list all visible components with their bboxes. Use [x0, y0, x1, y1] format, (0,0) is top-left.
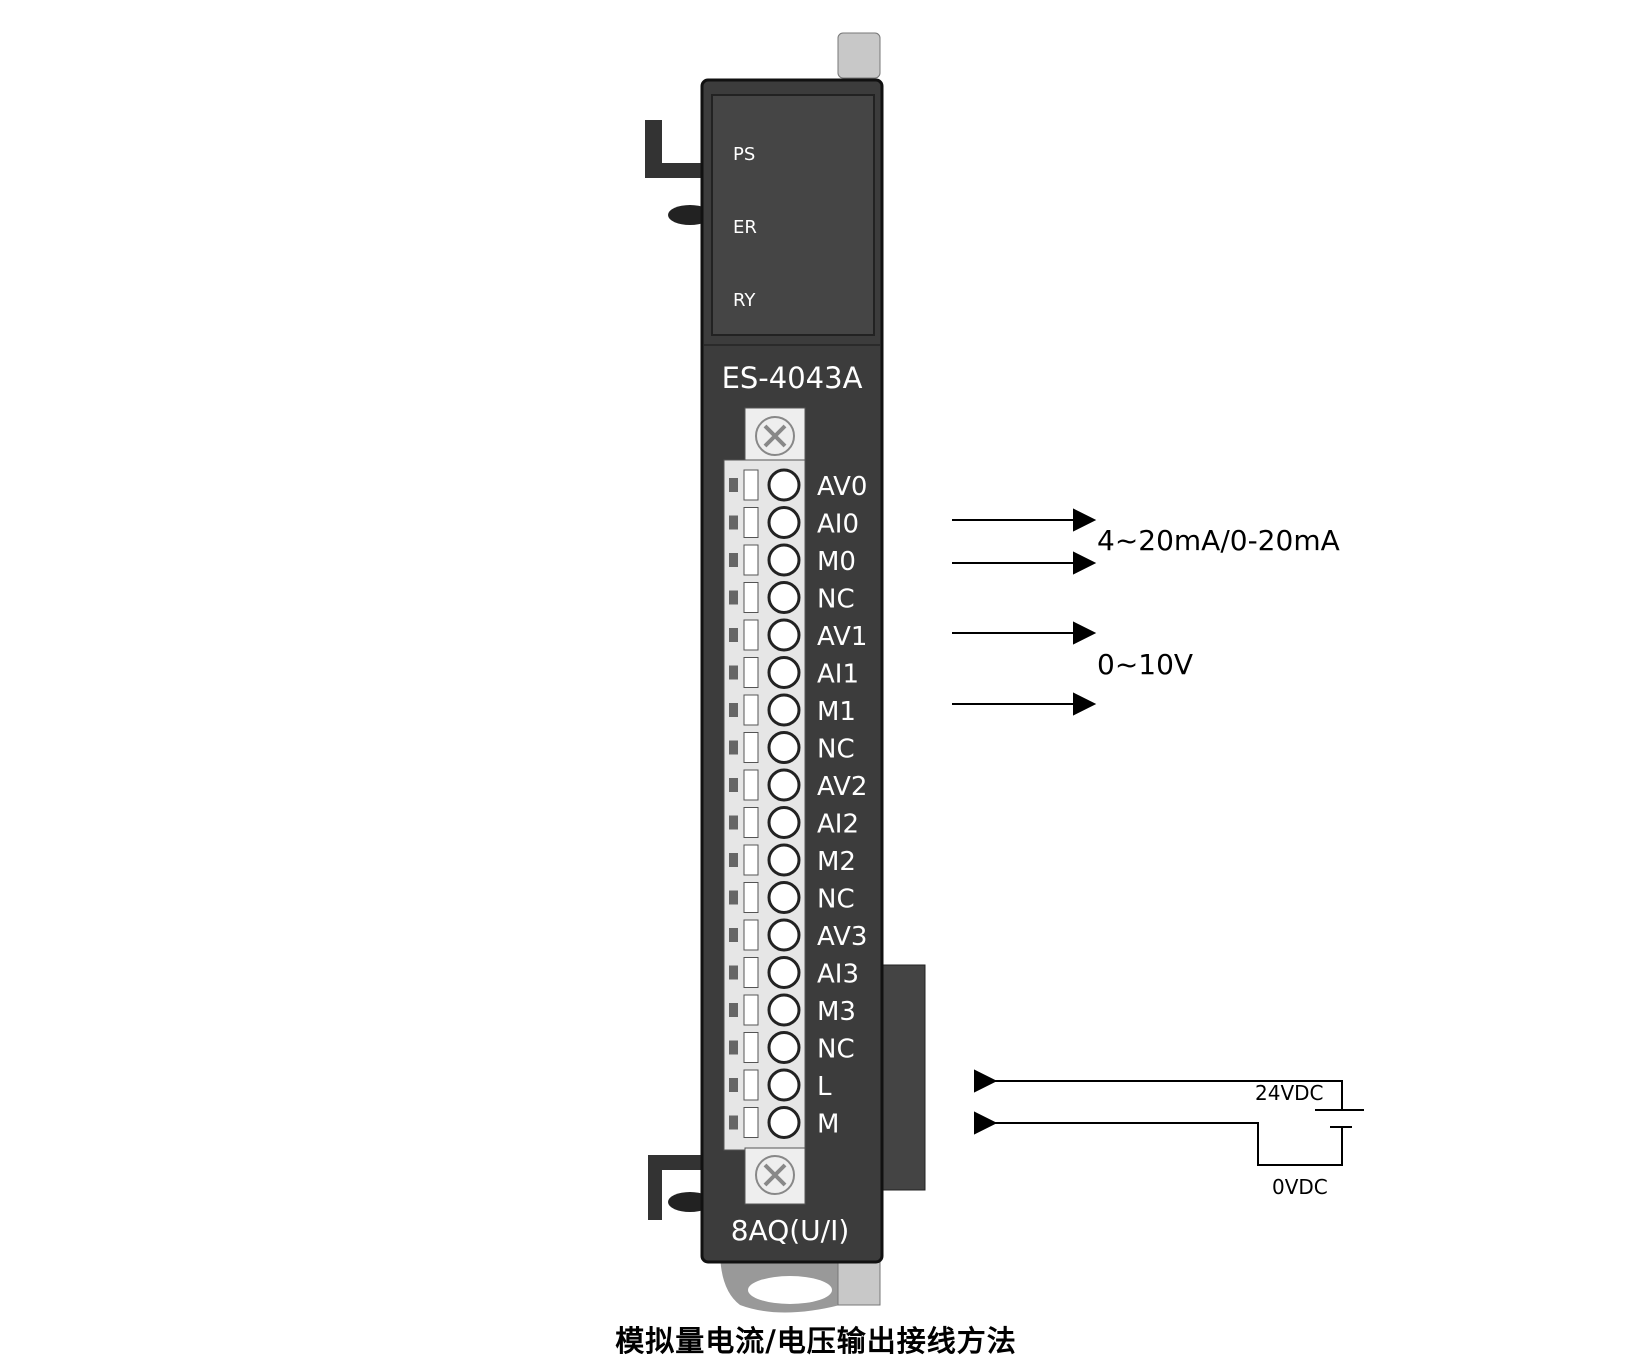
led-er: ER — [733, 217, 757, 238]
led-ps: PS — [733, 144, 755, 165]
terminal-clamp — [729, 1115, 738, 1130]
terminal-release — [743, 957, 759, 988]
terminal-label-m3: M3 — [817, 997, 856, 1027]
terminal-label-av2: AV2 — [817, 772, 867, 802]
terminal-release — [743, 582, 759, 613]
din-hook-top — [645, 120, 705, 178]
terminal-screw-hole — [767, 618, 801, 652]
model-label: ES-4043A — [722, 361, 863, 395]
terminal-clamp — [729, 703, 738, 717]
terminal-label-ai1: AI1 — [817, 660, 859, 690]
terminal-clamp — [729, 590, 738, 605]
terminal-release — [743, 844, 759, 876]
terminal-screw-hole — [767, 468, 801, 502]
terminal-label-nc: NC — [817, 885, 855, 915]
terminal-release — [743, 1032, 759, 1063]
terminal-screw-hole — [767, 1031, 801, 1064]
terminal-clamp — [729, 965, 738, 980]
supply-negative-wire — [993, 1122, 1343, 1166]
terminal-screw-hole — [767, 1106, 801, 1139]
terminal-clamp — [729, 515, 738, 530]
terminal-release — [743, 544, 759, 576]
terminal-clamp — [729, 665, 738, 680]
terminal-clamp — [729, 778, 738, 792]
top-latch — [837, 32, 881, 79]
terminal-label-m2: M2 — [817, 847, 856, 877]
terminal-label-nc: NC — [817, 585, 855, 615]
voltage-range-label: 0~10V — [1097, 648, 1193, 681]
terminal-release — [743, 694, 759, 726]
terminal-release — [743, 1107, 759, 1138]
terminal-label-av0: AV0 — [817, 472, 867, 502]
terminal-screw-hole — [767, 956, 801, 989]
supply-positive-wire — [993, 1080, 1343, 1110]
terminal-label-av3: AV3 — [817, 922, 867, 952]
supply-24vdc-label: 24VDC — [1255, 1081, 1324, 1105]
terminal-label-nc: NC — [817, 735, 855, 765]
terminal-screw-hole — [767, 768, 801, 802]
terminal-clamp — [729, 1078, 738, 1092]
terminal-clamp — [729, 1040, 738, 1055]
terminal-label-ai2: AI2 — [817, 810, 859, 840]
terminal-screw-hole — [767, 731, 801, 764]
led-panel — [711, 94, 875, 336]
terminal-label-m1: M1 — [817, 697, 856, 727]
terminal-clamp — [729, 815, 738, 830]
type-label: 8AQ(U/I) — [731, 1214, 850, 1247]
terminal-release — [743, 807, 759, 838]
terminal-label-nc: NC — [817, 1035, 855, 1065]
terminal-label-av1: AV1 — [817, 622, 867, 652]
terminal-release — [743, 1069, 759, 1101]
terminal-label-l: L — [817, 1072, 832, 1102]
terminal-release — [743, 919, 759, 951]
current-range-label: 4~20mA/0-20mA — [1097, 524, 1340, 557]
terminal-screw-hole — [767, 543, 801, 577]
terminal-label-m0: M0 — [817, 547, 856, 577]
terminal-screw-hole — [767, 806, 801, 839]
terminal-screw-hole — [767, 656, 801, 689]
terminal-release — [743, 994, 759, 1026]
diagram-title: 模拟量电流/电压输出接线方法 — [615, 1324, 1017, 1358]
terminal-label-m: M — [817, 1110, 839, 1140]
terminal-screw-hole — [767, 506, 801, 539]
din-hook-bottom — [648, 1155, 705, 1220]
terminal-screw-hole — [767, 881, 801, 914]
terminal-release — [743, 507, 759, 538]
terminal-screw-hole — [767, 693, 801, 727]
terminal-label-ai0: AI0 — [817, 510, 859, 540]
terminal-release — [743, 657, 759, 688]
terminal-release — [743, 469, 759, 501]
terminal-clamp — [729, 928, 738, 942]
terminal-clamp — [729, 1003, 738, 1017]
terminal-clamp — [729, 890, 738, 905]
terminal-label-ai3: AI3 — [817, 960, 859, 990]
terminal-screw-hole — [767, 843, 801, 877]
terminal-clamp — [729, 478, 738, 492]
terminal-release — [743, 769, 759, 801]
terminal-screw-hole — [767, 993, 801, 1027]
led-ry: RY — [733, 290, 756, 311]
terminal-screw-hole — [767, 918, 801, 952]
supply-0vdc-label: 0VDC — [1272, 1175, 1328, 1199]
terminal-release — [743, 732, 759, 763]
terminal-clamp — [729, 628, 738, 642]
terminal-clamp — [729, 853, 738, 867]
terminal-clamp — [729, 740, 738, 755]
terminal-screw-hole — [767, 1068, 801, 1102]
terminal-release — [743, 882, 759, 913]
terminal-clamp — [729, 553, 738, 567]
terminal-screw-hole — [767, 581, 801, 614]
terminal-release — [743, 619, 759, 651]
